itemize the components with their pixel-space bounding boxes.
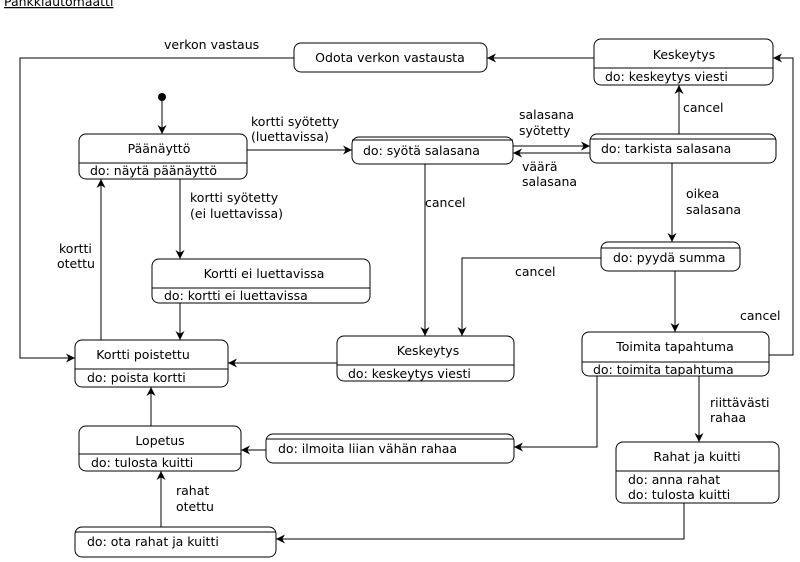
state-name: Päänäyttö bbox=[128, 141, 191, 156]
state-name: Rahat ja kuitti bbox=[653, 449, 740, 464]
state-name: Lopetus bbox=[135, 433, 184, 448]
label-cancel: cancel bbox=[515, 264, 556, 279]
edge-toimita-to-ilmoita bbox=[514, 376, 598, 452]
state-ilmoita-liian-vahan-rahaa: do: ilmoita liian vähän rahaa bbox=[265, 433, 515, 464]
state-keskeytys-mid: Keskeytys do: keskeytys viesti bbox=[336, 335, 515, 382]
label-rahat-otettu: rahat bbox=[176, 483, 209, 498]
diagram-title: Pankkiautomaatti bbox=[4, 0, 113, 9]
edge-toimita-to-keskeytys bbox=[769, 53, 794, 356]
state-syota-salasana: do: syötä salasana bbox=[351, 136, 514, 165]
state-activity: do: keskeytys viesti bbox=[605, 69, 728, 84]
label-kortti-otettu: otettu bbox=[57, 256, 95, 271]
state-keskeytys-top: Keskeytys do: keskeytys viesti bbox=[593, 38, 774, 86]
state-name: Kortti ei luettavissa bbox=[204, 266, 325, 281]
edge-odota-to-poistettu bbox=[19, 57, 294, 363]
state-name: Kortti poistettu bbox=[96, 347, 190, 362]
label-salasana-syotetty: salasana bbox=[519, 107, 574, 122]
label-oikea-salasana: oikea bbox=[686, 186, 719, 201]
state-name: Odota verkon vastausta bbox=[315, 50, 465, 65]
state-lopetus: Lopetus do: tulosta kuitti bbox=[78, 425, 242, 472]
state-activity: do: tarkista salasana bbox=[601, 141, 731, 156]
label-kortti-otettu: kortti bbox=[59, 241, 92, 256]
label-cancel: cancel bbox=[425, 195, 466, 210]
edge-rahat-to-ota bbox=[276, 503, 685, 544]
initial-state-dot bbox=[158, 93, 166, 101]
state-name: Keskeytys bbox=[653, 47, 715, 62]
label-vaara-salasana: väärä bbox=[522, 159, 558, 174]
state-activity: do: ota rahat ja kuitti bbox=[87, 534, 219, 549]
state-activity: do: poista kortti bbox=[87, 370, 186, 385]
label-kortti-syotetty-ei-luettavissa: (ei luettavissa) bbox=[190, 206, 283, 221]
state-activity: do: keskeytys viesti bbox=[348, 366, 471, 381]
state-odota-verkon-vastausta: Odota verkon vastausta bbox=[293, 42, 488, 73]
state-toimita-tapahtuma: Toimita tapahtuma do: toimita tapahtuma bbox=[581, 331, 770, 377]
label-kortti-syotetty-ei-luettavissa: kortti syötetty bbox=[190, 190, 279, 205]
state-activity: do: ilmoita liian vähän rahaa bbox=[278, 441, 457, 456]
state-pyyda-summa: do: pyydä summa bbox=[600, 241, 741, 272]
state-activity: do: toimita tapahtuma bbox=[593, 362, 734, 377]
label-riittavasti-rahaa: rahaa bbox=[710, 410, 746, 425]
edge-pyyda-to-keskeytys bbox=[457, 257, 601, 336]
state-rahat-ja-kuitti: Rahat ja kuitti do: anna rahat do: tulos… bbox=[615, 441, 780, 504]
state-activity: do: kortti ei luettavissa bbox=[164, 288, 308, 303]
state-activity: do: tulosta kuitti bbox=[91, 455, 193, 470]
state-activity: do: anna rahat bbox=[628, 472, 720, 487]
state-activity: do: syötä salasana bbox=[363, 143, 480, 158]
label-salasana-syotetty: syötetty bbox=[519, 123, 571, 138]
state-activity: do: pyydä summa bbox=[613, 250, 726, 265]
state-name: Toimita tapahtuma bbox=[615, 339, 734, 354]
label-oikea-salasana: salasana bbox=[686, 202, 741, 217]
state-kortti-ei-luettavissa: Kortti ei luettavissa do: kortti ei luet… bbox=[151, 258, 371, 304]
label-verkon-vastaus: verkon vastaus bbox=[164, 37, 259, 52]
state-name: Keskeytys bbox=[397, 343, 459, 358]
state-activity: do: tulosta kuitti bbox=[628, 487, 730, 502]
label-rahat-otettu: otettu bbox=[176, 499, 214, 514]
label-kortti-syotetty-luettavissa: (luettavissa) bbox=[251, 129, 329, 144]
state-activity: do: näytä päänäyttö bbox=[90, 163, 217, 178]
state-kortti-poistettu: Kortti poistettu do: poista kortti bbox=[74, 339, 229, 388]
label-kortti-syotetty-luettavissa: kortti syötetty bbox=[251, 114, 340, 129]
state-ota-rahat-ja-kuitti: do: ota rahat ja kuitti bbox=[74, 526, 277, 558]
label-cancel: cancel bbox=[740, 308, 781, 323]
label-cancel: cancel bbox=[683, 100, 724, 115]
label-vaara-salasana: salasana bbox=[522, 174, 577, 189]
label-riittavasti-rahaa: riittävästi bbox=[710, 395, 770, 410]
state-tarkista-salasana: do: tarkista salasana bbox=[589, 133, 777, 164]
state-paanaytto: Päänäyttö do: näytä päänäyttö bbox=[78, 133, 248, 180]
